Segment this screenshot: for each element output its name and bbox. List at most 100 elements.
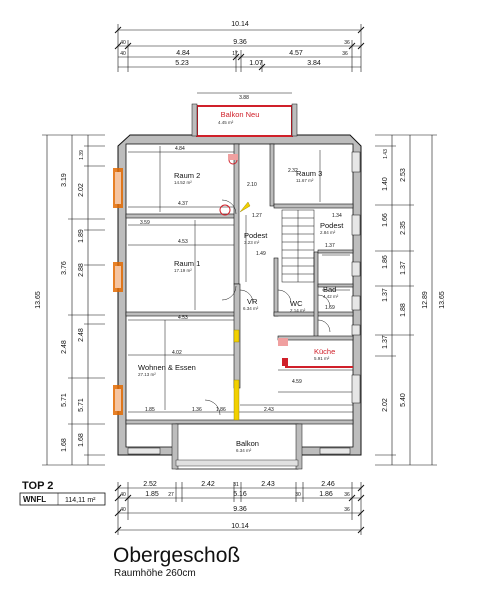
left-dim: 2.48 [61, 340, 68, 354]
interior-dim: 1.86 [216, 407, 226, 413]
room-name: Wohnen & Essen [138, 363, 196, 372]
interior-dim: 4.53 [178, 315, 188, 321]
top-dimension-ticks [114, 26, 365, 71]
plan-title: Obergeschoß [113, 544, 240, 567]
left-dim: 3.76 [61, 261, 68, 275]
bottom-dim: 1.86 [319, 491, 333, 498]
left-dim: 1.39 [79, 150, 85, 160]
left-dim: 3.19 [61, 173, 68, 187]
room-area: 6.34 m² [243, 306, 259, 311]
right-dim: 1.88 [400, 303, 407, 317]
interior-dim: 1.49 [256, 251, 266, 257]
room-name: Balkon [236, 439, 259, 448]
room-name: Raum 1 [174, 259, 200, 268]
bottom-dim: 36 [344, 492, 350, 498]
bottom-dimension-chains [117, 482, 362, 535]
yellow-markers [233, 201, 251, 421]
top-dim: 40 [120, 40, 126, 46]
interior-dim: 1.37 [325, 243, 335, 249]
bottom-dim: 1.85 [145, 491, 159, 498]
top-overall-dim: 10.14 [231, 21, 249, 28]
right-dim: 1.37 [382, 288, 389, 302]
room-area: 27.13 m² [138, 372, 156, 377]
bottom-overall-dim: 10.14 [231, 523, 249, 530]
room-area: 2.84 m² [320, 230, 336, 235]
bottom-dim: 40 [120, 507, 126, 513]
bottom-dim: 40 [120, 492, 126, 498]
room-area: 3.23 m² [244, 240, 260, 245]
interior-walls [125, 143, 354, 425]
left-overall-dim: 13.65 [35, 291, 42, 309]
right-dim: 1.66 [382, 213, 389, 227]
top-dim: 4.84 [176, 50, 190, 57]
interior-dim: 2.10 [247, 182, 257, 188]
right-windows [127, 151, 361, 455]
bottom-dim: 31 [233, 482, 239, 488]
door-swings [204, 199, 331, 416]
wnfl-value: 114,11 m² [65, 497, 96, 504]
room-area: 2.14 m² [290, 308, 306, 313]
room-name: Küche [314, 347, 335, 356]
interior-dim: 4.02 [172, 350, 182, 356]
interior-dim: 4.37 [178, 201, 188, 207]
room-area: 6.34 m² [236, 448, 252, 453]
left-dim: 1.89 [78, 229, 85, 243]
right-dim: 2.53 [400, 168, 407, 182]
wnfl-label: WNFL [23, 495, 46, 504]
right-dim: 2.02 [382, 398, 389, 412]
top-dim: 36 [344, 40, 350, 46]
room-name: Raum 3 [296, 169, 322, 178]
bottom-dim: 2.42 [201, 481, 215, 488]
interior-dim: 2.32 [288, 168, 298, 174]
bottom-dim: 27 [168, 492, 174, 498]
right-dim: 5.40 [400, 393, 407, 407]
room-name: Bad [323, 285, 336, 294]
left-dim: 1.68 [78, 433, 85, 447]
interior-dim: 2.43 [264, 407, 274, 413]
bottom-dim: 30 [295, 492, 301, 498]
room-name: Podest [244, 231, 268, 240]
right-dim: 1.86 [382, 255, 389, 269]
balcony-new-width: 3.88 [239, 95, 249, 101]
staircase [281, 209, 315, 283]
balcony-bottom [171, 423, 303, 470]
interior-dim: 1.27 [252, 213, 262, 219]
interior-dim: 1.85 [145, 407, 155, 413]
room-area: 11.67 m² [296, 178, 314, 183]
interior-dim: 4.59 [292, 379, 302, 385]
bottom-dim: 36 [344, 507, 350, 513]
interior-dim: 1.34 [332, 213, 342, 219]
wnfl-box [19, 492, 106, 506]
left-dim: 2.88 [78, 263, 85, 277]
room-name: VR [247, 297, 258, 306]
bottom-dim: 2.43 [261, 481, 275, 488]
room-area: 17.19 m² [174, 268, 192, 273]
right-dim: 1.37 [400, 261, 407, 275]
left-dim: 1.68 [61, 438, 68, 452]
balcony-new [191, 92, 298, 137]
red-markers [219, 154, 353, 368]
top-dim: 36 [342, 51, 348, 57]
right-dim: 12.89 [422, 291, 429, 309]
interior-dim: 4.84 [175, 146, 185, 152]
room-measure-lines [128, 146, 353, 413]
interior-dim: 3.59 [140, 220, 150, 226]
room-area: 4.42 m² [323, 294, 339, 299]
left-dim: 2.02 [78, 183, 85, 197]
top-dim: 40 [120, 51, 126, 57]
right-dim: 1.43 [383, 149, 389, 159]
interior-dim: 1.36 [192, 407, 202, 413]
interior-dim: 4.53 [178, 239, 188, 245]
left-dim: 5.71 [78, 398, 85, 412]
right-dim: 1.37 [382, 335, 389, 349]
right-dimension-chains [375, 134, 437, 466]
bottom-dim: 9.36 [233, 506, 247, 513]
top-dim: 5.23 [175, 60, 189, 67]
right-dim: 1.40 [382, 177, 389, 191]
room-name: Raum 2 [174, 171, 200, 180]
top-dim: 4.57 [289, 50, 303, 57]
left-dimension-chains [42, 134, 105, 466]
top-label: TOP 2 [22, 480, 53, 492]
left-dim: 2.48 [78, 328, 85, 342]
